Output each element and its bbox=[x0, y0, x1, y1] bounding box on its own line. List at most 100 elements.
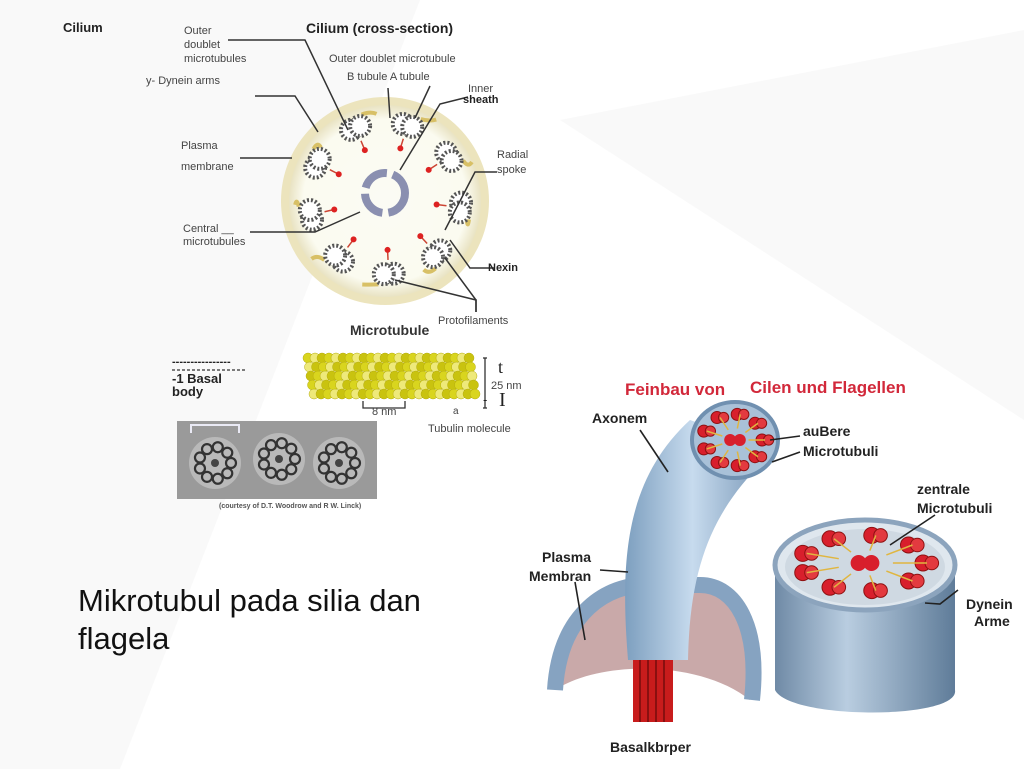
spoke-head bbox=[350, 236, 357, 243]
plasma-label: Plasma bbox=[181, 140, 218, 152]
sheath-label: sheath bbox=[463, 94, 499, 106]
dash-glyph: - bbox=[483, 392, 488, 407]
dynein-arm bbox=[420, 117, 437, 123]
microtubule-label: Microtubule bbox=[350, 322, 430, 338]
microtubuli-label-2: Microtubuli bbox=[917, 500, 993, 516]
protofilaments-label: Protofilaments bbox=[438, 315, 509, 327]
i-glyph: I bbox=[499, 389, 506, 411]
radial-spokes bbox=[324, 138, 447, 260]
cilium-cross-section bbox=[281, 97, 489, 305]
micrograph-triplet bbox=[317, 451, 331, 464]
red-doublet-b bbox=[755, 417, 768, 429]
red-doublet-b bbox=[909, 573, 925, 589]
spoke-head bbox=[384, 246, 391, 253]
tubulin-bead bbox=[468, 379, 479, 391]
micrograph-triplet bbox=[224, 456, 238, 470]
radial-link bbox=[886, 570, 913, 582]
dynein-arm bbox=[422, 266, 437, 274]
cylinder-ring bbox=[794, 526, 940, 600]
radial-link bbox=[744, 422, 759, 434]
microtubuli-label-1: Microtubuli bbox=[803, 443, 879, 459]
helix-dimension-lines bbox=[172, 357, 487, 409]
aubere-label: auBere bbox=[803, 423, 851, 439]
central-tubule bbox=[733, 434, 746, 446]
radial-link bbox=[869, 535, 877, 551]
radial-link bbox=[719, 417, 729, 431]
feinbau-label: Feinbau von bbox=[625, 380, 726, 399]
spoke-head bbox=[361, 147, 368, 154]
dynein-arm bbox=[293, 199, 301, 208]
axonem-label: Axonem bbox=[592, 410, 648, 426]
basal-body-micrograph bbox=[177, 421, 377, 499]
leader-lines bbox=[228, 39, 497, 312]
micrograph-center bbox=[335, 459, 343, 467]
plasma-membran-label-1: Plasma bbox=[542, 549, 592, 565]
red-doublet-b bbox=[755, 451, 768, 463]
basalkorper-label: Basalkbrper bbox=[610, 739, 691, 755]
inner-label: Inner bbox=[468, 83, 494, 95]
basal-dashes: ---------------- bbox=[172, 356, 231, 368]
micrograph-center bbox=[275, 455, 283, 463]
radial-link bbox=[833, 573, 852, 588]
spoke-head bbox=[425, 166, 432, 173]
red-doublet-b bbox=[804, 546, 819, 561]
micrograph-triplet bbox=[211, 441, 224, 454]
radial-link bbox=[886, 544, 913, 556]
central-tubule bbox=[724, 434, 737, 446]
micrograph-triplet bbox=[257, 447, 271, 460]
spoke-head bbox=[331, 206, 338, 213]
radial-link bbox=[744, 446, 759, 458]
micrograph-triplet bbox=[324, 470, 338, 483]
radial-link bbox=[719, 449, 729, 463]
central-label-2: microtubules bbox=[183, 236, 246, 248]
outer-doublets bbox=[293, 110, 474, 287]
tubule-b bbox=[348, 114, 373, 139]
spoke-head bbox=[335, 171, 342, 178]
dynein-arm bbox=[311, 142, 323, 151]
outer-doublet-microtubule-label: Outer doublet microtubule bbox=[329, 53, 456, 65]
zentrale-label: zentrale bbox=[917, 481, 970, 497]
basal-label-2: body bbox=[172, 384, 204, 399]
basal-label-1: -1 Basal bbox=[172, 371, 222, 386]
micrograph-triplet bbox=[285, 463, 298, 476]
spoke-head bbox=[397, 145, 404, 152]
red-doublet-b bbox=[738, 408, 750, 420]
red-doublet-b bbox=[804, 565, 819, 580]
tubule-b bbox=[371, 262, 396, 287]
tubulin-label: Tubulin molecule bbox=[428, 423, 511, 435]
tubule-b bbox=[323, 243, 348, 268]
radial-link bbox=[736, 414, 741, 429]
micrograph-triplet bbox=[221, 467, 234, 480]
radial-link bbox=[833, 538, 852, 553]
red-doublet-b bbox=[831, 531, 847, 547]
micrograph-triplet bbox=[264, 466, 278, 479]
membrane-label: membrane bbox=[181, 161, 234, 173]
micrograph-art bbox=[177, 421, 377, 499]
dynein-label: Dynein bbox=[966, 596, 1013, 612]
spoke-head bbox=[433, 201, 440, 208]
micrograph-triplet bbox=[345, 467, 358, 480]
courtesy-label: (courtesy of D.T. Woodrow and R W. Linck… bbox=[219, 503, 362, 510]
8nm-label: 8 nm bbox=[372, 406, 397, 418]
central-tubule bbox=[863, 555, 880, 571]
tubulin-bead bbox=[469, 388, 481, 400]
radial-link bbox=[706, 443, 723, 450]
red-doublet-b bbox=[873, 528, 888, 543]
dynein-arm bbox=[464, 219, 471, 227]
red-doublet-b bbox=[738, 460, 750, 472]
outer-doublet-label-2: doublet bbox=[184, 39, 221, 51]
outer-doublet-label-1: Outer bbox=[184, 25, 212, 37]
dynein-arm bbox=[310, 254, 326, 262]
dynein-arm bbox=[461, 159, 474, 167]
radial-link bbox=[706, 430, 723, 437]
radial-link bbox=[806, 566, 839, 574]
outer-doublet-label-3: microtubules bbox=[184, 53, 247, 65]
a-glyph: a bbox=[453, 406, 459, 417]
radial-link bbox=[736, 451, 741, 466]
micrograph-triplet bbox=[335, 441, 348, 454]
tubulin-bead bbox=[466, 370, 478, 382]
central-tubule bbox=[850, 555, 867, 571]
slide-title: Mikrotubul pada silia dan flagela bbox=[78, 583, 421, 656]
cilen-flagellen-label: Cilen und Flagellen bbox=[750, 378, 906, 397]
